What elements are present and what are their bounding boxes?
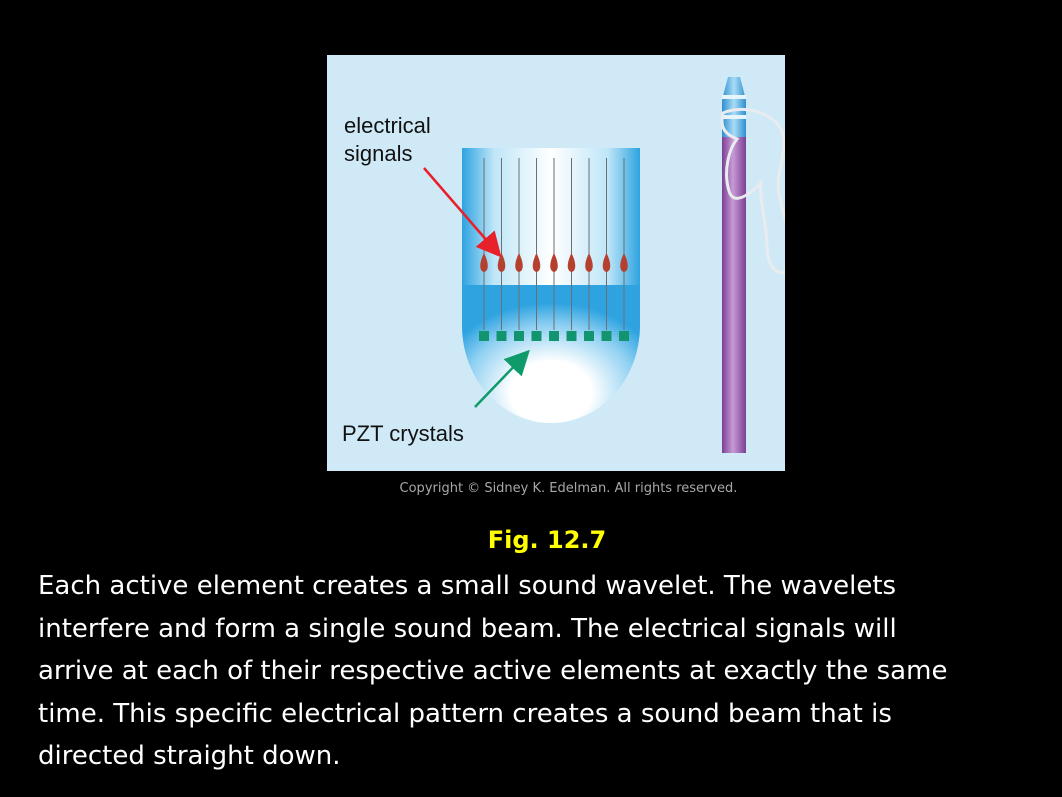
probe-cable-loop: [720, 107, 785, 275]
label-electrical: electrical: [344, 113, 431, 138]
pzt-crystal: [531, 331, 542, 341]
diagram-svg: electrical signals PZT crystals: [342, 77, 785, 453]
arrow-to-crystals: [474, 349, 530, 408]
label-signals: signals: [344, 141, 412, 166]
copyright-notice: Copyright © Sidney K. Edelman. All right…: [399, 481, 738, 496]
signal-pulse: [620, 253, 628, 272]
transducer-diagram: electrical signals PZT crystals: [327, 55, 785, 471]
signal-pulse: [515, 253, 523, 272]
probe-tip-glow: [462, 285, 640, 423]
label-pzt-crystals: PZT crystals: [342, 421, 464, 446]
pzt-crystal-row: [479, 331, 629, 341]
signal-pulse: [480, 253, 488, 272]
signal-pulse: [532, 253, 541, 272]
arrow-to-signals: [423, 167, 502, 258]
figure-title: Fig. 12.7: [487, 526, 607, 554]
pzt-crystal: [619, 331, 629, 341]
probe-rod-cap: [722, 77, 746, 137]
pzt-crystal: [566, 331, 577, 341]
pzt-crystal: [601, 331, 612, 341]
signal-pulse: [567, 253, 576, 272]
signal-pulse: [497, 253, 506, 272]
signal-pulse: [585, 253, 593, 272]
caption-line: arrive at each of their respective activ…: [38, 656, 948, 686]
caption-line: Each active element creates a small soun…: [38, 571, 897, 601]
caption-line: time. This specific electrical pattern c…: [38, 698, 892, 729]
probe-rod: [722, 133, 746, 453]
pzt-crystal: [584, 331, 594, 341]
caption-line: interfere and form a single sound beam. …: [38, 613, 897, 644]
signal-pulse: [550, 253, 558, 272]
pzt-crystal: [514, 331, 524, 341]
signal-pulse: [602, 253, 611, 272]
signal-pulses: [480, 253, 628, 272]
caption-text: Each active element creates a small soun…: [38, 565, 1048, 778]
caption-line: directed straight down.: [38, 741, 341, 771]
pzt-crystal: [479, 331, 489, 341]
pzt-crystal: [496, 331, 507, 341]
pzt-crystal: [549, 331, 559, 341]
